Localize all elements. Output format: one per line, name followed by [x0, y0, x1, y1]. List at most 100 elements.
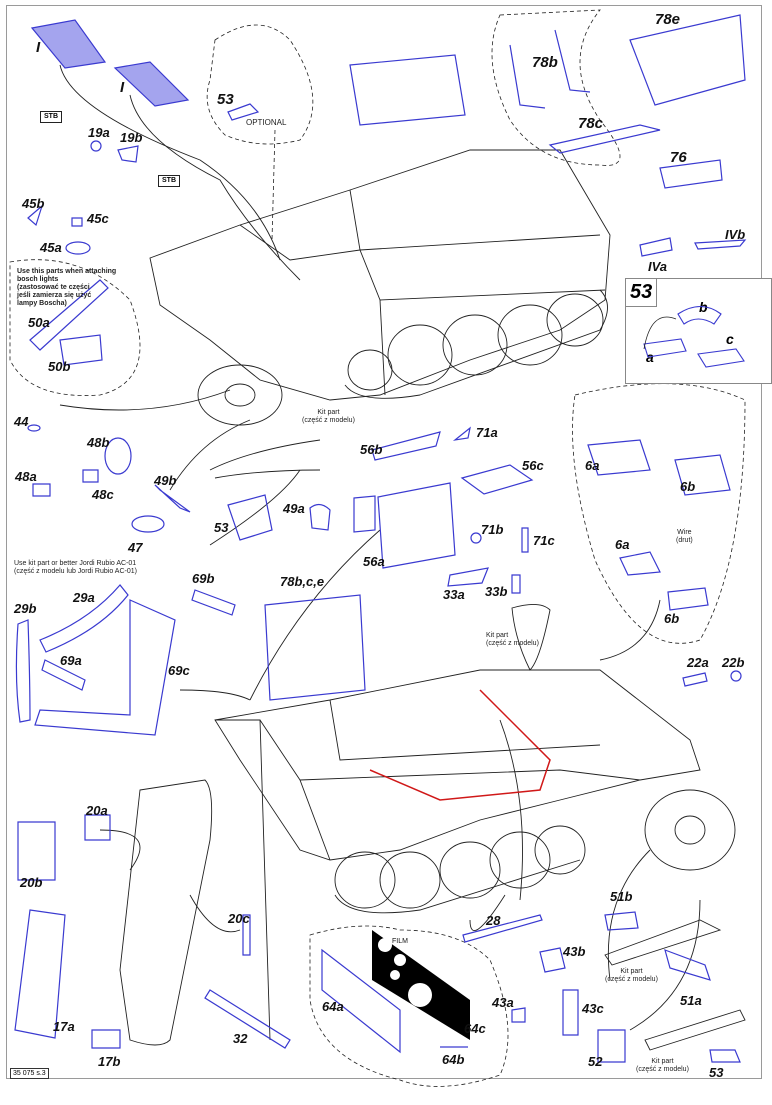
- optional-note: OPTIONAL: [246, 118, 287, 127]
- part-label-78e: 78e: [655, 11, 681, 28]
- part-label-56c: 56c: [522, 458, 544, 473]
- part-71b: [470, 532, 482, 544]
- highlight-line: [369, 689, 551, 801]
- kit-part-text-pl: (część z modelu): [486, 640, 539, 648]
- part-17b: [91, 1029, 121, 1049]
- part-label-78c: 78c: [578, 115, 604, 132]
- part-label-22b: 22b: [722, 655, 745, 670]
- lower-front-wheel: [644, 789, 736, 871]
- part-56c: [460, 464, 534, 495]
- part-78b-a: [509, 44, 546, 109]
- door-panel: [119, 779, 213, 1046]
- part-label-76: 76: [670, 149, 687, 166]
- part-51b: [604, 911, 639, 931]
- part-label-53-top: 53: [217, 91, 234, 108]
- part-label-20c: 20c: [228, 911, 250, 926]
- bosch-note-line: jeśli zamierza się użyć: [17, 292, 92, 300]
- bosch-note-line: (zastosować te części: [17, 284, 90, 292]
- part-19a: [90, 140, 102, 152]
- upper-road-wheel: [387, 324, 453, 386]
- kit-hammer: [644, 1009, 746, 1051]
- part-label-IVb: IVb: [725, 227, 746, 242]
- kit-part-note-pliers: Kit part (część z modelu): [302, 409, 355, 425]
- part-label-64b: 64b: [442, 1052, 465, 1067]
- part-69b: [191, 589, 236, 616]
- 64-enclosure: [309, 925, 509, 1087]
- part-label-44: 44: [14, 414, 29, 429]
- part-53-bottom: [709, 1049, 741, 1063]
- part-label-71c: 71c: [533, 533, 555, 548]
- part-label-50a: 50a: [28, 315, 50, 330]
- part-20b: [17, 821, 56, 881]
- part-label-56a: 56a: [363, 554, 385, 569]
- part-71a: [452, 426, 471, 441]
- part-78bce: [264, 594, 366, 701]
- kit-holster: [511, 604, 551, 671]
- part-label-50b: 50b: [48, 359, 71, 374]
- part-78b-b: [554, 29, 591, 93]
- part-43c: [562, 989, 579, 1036]
- part-78e: [629, 14, 746, 106]
- inset-title: 53: [626, 279, 658, 307]
- part-33a: [447, 567, 489, 587]
- upper-front-wheel: [197, 364, 283, 426]
- 6-enclosure: [572, 383, 746, 644]
- part-label-43a: 43a: [492, 995, 514, 1010]
- instruction-sheet: [6, 5, 762, 1079]
- lower-hull-outline: [214, 669, 701, 861]
- jordi-note-line: Use kit part or better Jordi Rubio AC-01: [14, 560, 137, 567]
- jordi-note-line: (część z modelu lub Jordi Rubio AC-01): [14, 568, 137, 576]
- part-label-78b: 78b: [532, 54, 558, 71]
- part-32: [204, 989, 291, 1049]
- bosch-enclosure: [9, 259, 141, 396]
- grille-I-left: [30, 19, 107, 69]
- part-47: [131, 515, 165, 533]
- part-label-64c: 64c: [464, 1021, 486, 1036]
- part-label-45c: 45c: [87, 211, 109, 226]
- part-48a: [32, 483, 51, 497]
- film-label: FILM: [392, 938, 408, 945]
- part-label-48a: 48a: [15, 469, 37, 484]
- part-label-IVa: IVa: [648, 259, 668, 274]
- part-label-6a-bottom: 6a: [615, 537, 630, 552]
- part-22a: [682, 672, 708, 687]
- part-label-33b: 33b: [485, 584, 508, 599]
- part-6a-top: [587, 439, 651, 476]
- kit-part-text-pl: (część z modelu): [302, 417, 355, 425]
- part-label-64a: 64a: [322, 999, 344, 1014]
- part-label-69b: 69b: [192, 571, 215, 586]
- bosch-note-line: Use this parts when attaching: [17, 268, 117, 275]
- part-label-49a: 49a: [283, 501, 305, 516]
- part-43a: [511, 1007, 526, 1023]
- part-label-I-right: I: [120, 79, 125, 96]
- wire-text-pl: (drut): [676, 537, 693, 545]
- part-56b: [371, 431, 441, 461]
- part-6a-bottom: [619, 551, 661, 576]
- stb-tag-1: STB: [40, 111, 62, 123]
- bosch-note: Use this parts when attaching bosch ligh…: [17, 268, 116, 308]
- part-label-43c: 43c: [582, 1001, 604, 1016]
- part-label-43b: 43b: [563, 944, 586, 959]
- part-17a: [14, 909, 66, 1039]
- part-48b: [104, 437, 132, 475]
- part-label-19a: 19a: [88, 125, 110, 140]
- part-50b: [59, 334, 103, 366]
- part-56a-bracket: [353, 495, 376, 533]
- part-IVa: [639, 237, 673, 257]
- part-label-29a: 29a: [73, 590, 95, 605]
- inset-label-c: c: [726, 331, 734, 347]
- part-78c: [548, 124, 661, 154]
- part-64a: [321, 948, 401, 1054]
- kit-part-note-holster: Kit part (część z modelu): [486, 632, 539, 648]
- part-label-28: 28: [486, 913, 501, 928]
- part-label-I-left: I: [36, 39, 41, 56]
- part-29b: [15, 619, 31, 723]
- part-53-top: [227, 103, 260, 121]
- part-label-45b: 45b: [22, 196, 45, 211]
- part-label-49b: 49b: [154, 473, 177, 488]
- bosch-note-line: lampy Boscha): [17, 300, 67, 308]
- inset-drawing: [643, 305, 745, 368]
- kit-part-text-pl: (część z modelu): [636, 1066, 689, 1074]
- part-50a: [29, 279, 109, 351]
